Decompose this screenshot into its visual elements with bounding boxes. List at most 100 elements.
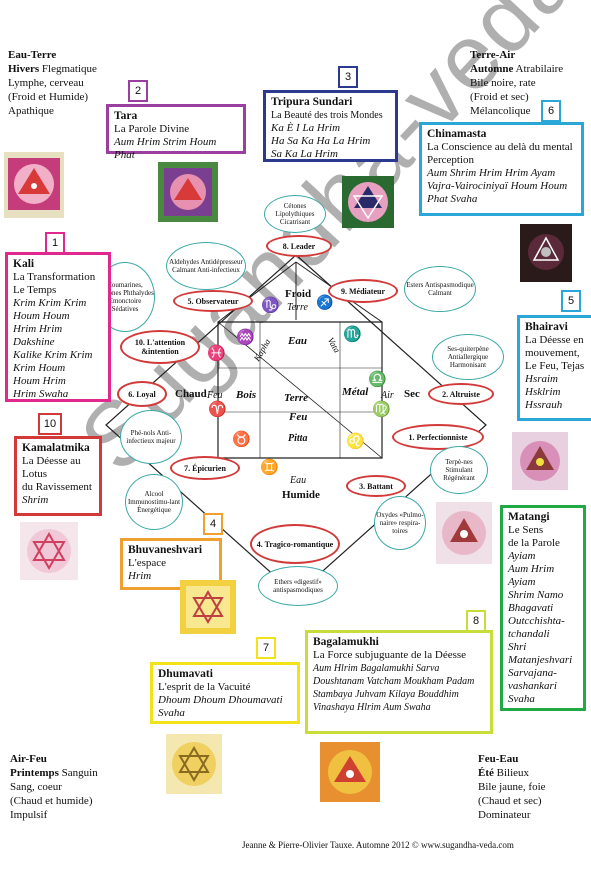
deity-number-6: 6 xyxy=(541,100,561,122)
pisces-icon: ♓ xyxy=(207,346,226,362)
deity-name: Bhairavi xyxy=(525,321,568,333)
label-feu-left: Feu xyxy=(207,390,223,401)
yantra-dhumavati-icon xyxy=(166,734,222,794)
corner-line: Dominateur xyxy=(478,809,531,821)
corner-line: Lymphe, cerveau xyxy=(8,77,84,89)
molecule-label: Cétones Lipolythiques Cicatrisant xyxy=(275,202,315,226)
deity-line: La Force subjuguante de la Déesse xyxy=(313,649,467,661)
deity-mantra: Aum Hrim Strim Houm Phat xyxy=(114,136,217,161)
ennea-5-observateur: 5. Observateur xyxy=(173,290,253,312)
deity-box-bagalamukhi: Bagalamukhi La Force subjuguante de la D… xyxy=(305,630,493,734)
label-humide: Humide xyxy=(282,489,320,501)
deity-mantra: Aum Shrim Hrim Hrim Ayam xyxy=(427,167,556,179)
label-eau: Eau xyxy=(290,475,307,486)
deity-box-chinamasta: Chinamasta La Conscience au delà du ment… xyxy=(419,122,584,216)
deity-box-tripura: Tripura Sundari La Beauté des trois Mond… xyxy=(263,90,398,162)
corner-title: Eau-Terre xyxy=(8,49,57,61)
deity-mantra: Ha Sa Ka Ha La Hrim xyxy=(271,135,371,147)
molecule-phenols: Phé-nols Anti-infectieux majeur xyxy=(120,410,182,464)
deity-mantra: Svaha xyxy=(508,693,535,705)
ennea-label: 5. Observateur xyxy=(187,296,239,306)
deity-number-8: 8 xyxy=(466,610,486,632)
deity-mantra: Sa Ka La Hrim xyxy=(271,148,338,160)
deity-line: L'espace xyxy=(128,557,167,569)
molecule-label: Phé-nols Anti-infectieux majeur xyxy=(126,429,176,445)
deity-mantra: Svaha xyxy=(158,707,185,719)
molecule-oxydes: Oxydes «Pulmo-naire» respira-toires xyxy=(374,496,426,550)
deity-line: de la Parole xyxy=(508,537,560,549)
ennea-9-mediateur: 9. Médiateur xyxy=(328,279,398,303)
deity-number-5: 5 xyxy=(561,290,581,312)
corner-title: Feu-Eau xyxy=(478,753,519,765)
deity-name: Chinamasta xyxy=(427,128,487,140)
ennea-3-battant: 3. Battant xyxy=(346,475,406,497)
deity-mantra: Doushtanam Vatcham Moukham Padam xyxy=(313,676,475,687)
corner-line: Bile jaune, foie xyxy=(478,781,546,793)
molecule-label: Oxydes «Pulmo-naire» respira-toires xyxy=(376,511,424,535)
libra-icon: ♎ xyxy=(368,372,387,388)
deity-mantra: Dhoum Dhoum Dhoumavati xyxy=(158,694,283,706)
deity-line: Lotus xyxy=(22,468,48,480)
yantra-tripura-icon xyxy=(342,176,394,228)
corner-season: Hivers xyxy=(8,63,40,75)
deity-mantra: Hsraim xyxy=(525,373,559,385)
deity-mantra: Kalike Krim Krim xyxy=(13,349,93,361)
corner-line: (Froid et Humide) xyxy=(8,91,89,103)
yantra-matangi-icon xyxy=(436,502,492,564)
corner-air-feu: Air-Feu Printemps Sanguin Sang, coeur (C… xyxy=(10,752,98,822)
ennea-10-attention: 10. L'attention &intention xyxy=(120,330,200,364)
deity-mantra: vashankari xyxy=(508,680,557,692)
corner-temper: Atrabilaire xyxy=(515,63,564,75)
molecule-label: Aldehydes Antidépresseur Calmant Anti-in… xyxy=(169,258,243,274)
capricorn-icon: ♑ xyxy=(261,298,280,314)
deity-box-dhumavati: Dhumavati L'esprit de la Vacuité Dhoum D… xyxy=(150,662,300,724)
corner-line: Bile noire, rate xyxy=(470,77,536,89)
molecule-label: Ses-quiterpène Antiallergique Harmonisan… xyxy=(447,345,489,369)
corner-line: Impulsif xyxy=(10,809,48,821)
yantra-eau-terre-icon xyxy=(4,152,64,218)
deity-mantra: Sarvajana- xyxy=(508,667,557,679)
aquarius-icon: ♒ xyxy=(236,330,255,346)
pyramid-line xyxy=(217,261,297,323)
label-froid: Froid xyxy=(285,288,312,300)
molecule-label: Esters Antispasmodique Calmant xyxy=(406,281,474,297)
label-terre: Terre xyxy=(287,302,308,313)
label-pitta: Pitta xyxy=(288,433,308,444)
corner-temper: Sanguin xyxy=(61,767,98,779)
corner-temper: Flegmatique xyxy=(41,63,97,75)
ennea-label: 1. Perfectionniste xyxy=(408,432,468,442)
deity-mantra: Ayiam xyxy=(508,550,536,562)
corner-title: Air-Feu xyxy=(10,753,47,765)
label-metal: Métal xyxy=(342,386,369,398)
corner-season: Printemps xyxy=(10,767,59,779)
deity-mantra: Hrim Swaha xyxy=(13,388,69,400)
deity-name: Kali xyxy=(13,258,35,270)
deity-box-bhuvaneshvari: Bhuvaneshvari L'espace Hrim xyxy=(120,538,222,590)
ennea-label: 3. Battant xyxy=(359,481,393,491)
deity-line: La Parole Divine xyxy=(114,123,190,135)
label-eau-bold: Eau xyxy=(288,335,307,347)
corner-eau-terre: Eau-Terre Hivers Flegmatique Lymphe, cer… xyxy=(8,48,97,118)
deity-box-matangi: Matangi Le Sens de la Parole Ayiam Aum H… xyxy=(500,505,586,711)
molecule-label: Alcool Immunostimu-lant Énergétique xyxy=(127,490,181,514)
yantra-chinamasta-icon xyxy=(520,224,572,282)
deity-mantra: Shrim xyxy=(22,494,49,506)
deity-mantra: Outcchishta- xyxy=(508,615,565,627)
deity-mantra: Ka È I La Hrim xyxy=(271,122,341,134)
deity-line: Perception xyxy=(427,154,475,166)
virgo-icon: ♍ xyxy=(372,402,391,418)
deity-name: Dhumavati xyxy=(158,668,213,680)
deity-box-bhairavi: Bhairavi La Déesse en mouvement, Le Feu,… xyxy=(517,315,591,421)
corner-line: (Froid et sec) xyxy=(470,91,529,103)
molecule-label: Coumarines, Lactones Phthalydes Emonctoi… xyxy=(96,281,154,313)
deity-mantra: Ayiam xyxy=(508,576,536,588)
leo-icon: ♌ xyxy=(346,434,365,450)
label-air: Air xyxy=(381,390,394,401)
deity-box-tara: Tara La Parole Divine Aum Hrim Strim Hou… xyxy=(106,104,246,161)
deity-mantra: Hrim Hrim Dakshine xyxy=(13,323,63,348)
deity-mantra: Aum Hrim xyxy=(508,563,555,575)
deity-line: L'esprit de la Vacuité xyxy=(158,681,251,693)
deity-mantra: Phat Svaha xyxy=(427,193,478,205)
ennea-label: 10. L'attention &intention xyxy=(134,338,186,356)
molecule-label: Ethers «digestif» antispasmodiques xyxy=(273,578,323,594)
